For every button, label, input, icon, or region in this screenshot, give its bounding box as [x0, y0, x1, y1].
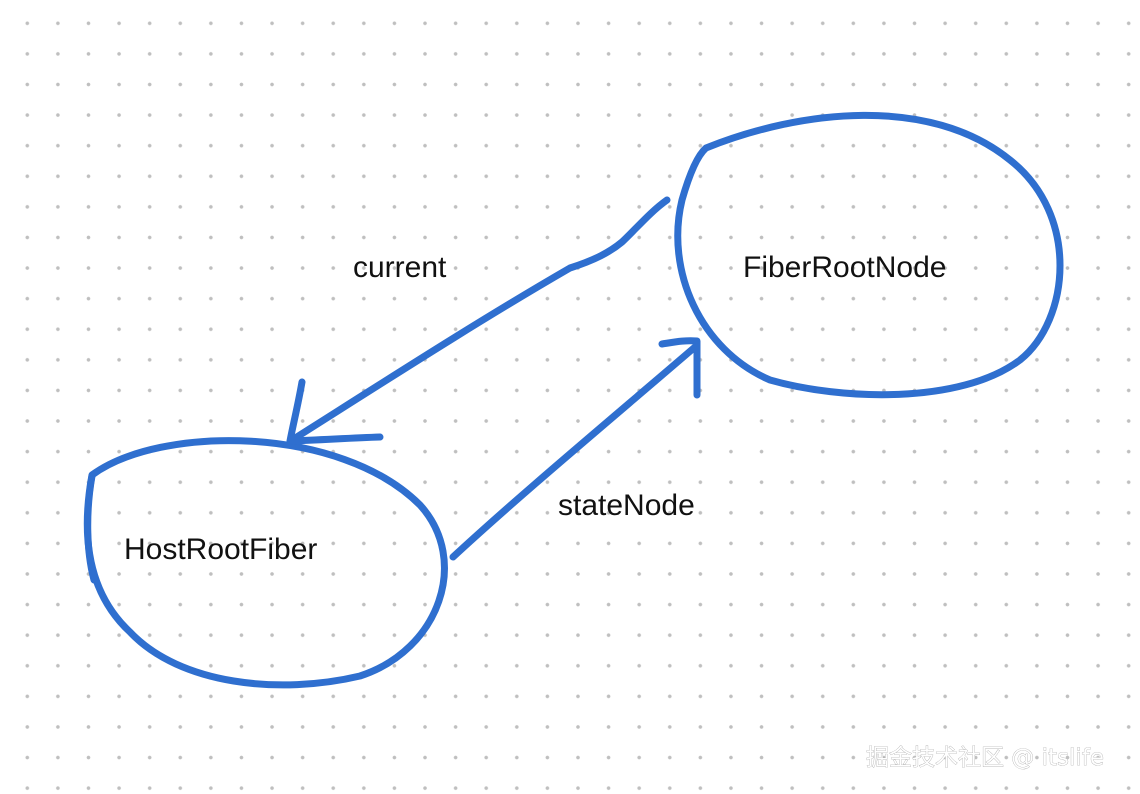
host-root-fiber-outline — [83, 437, 448, 689]
fiber-root-node: FiberRootNode — [674, 111, 1064, 399]
host-root-fiber-label: HostRootFiber — [124, 533, 317, 566]
state-node-edge-label: stateNode — [558, 489, 695, 522]
host-root-fiber-node: HostRootFiber — [83, 437, 448, 689]
host-root-fiber-outline-stroke — [84, 472, 98, 584]
fiber-root-node-outline — [674, 111, 1064, 399]
current-edge: current — [286, 196, 671, 445]
current-arrow-head — [286, 378, 384, 445]
state-node-arrow-line — [449, 343, 699, 561]
watermark-text: 掘金技术社区 @ itslife — [866, 745, 1104, 771]
state-node-arrow-head — [658, 337, 701, 399]
current-arrow-line — [288, 196, 671, 444]
state-node-edge: stateNode — [449, 337, 701, 561]
current-edge-label: current — [353, 251, 447, 284]
fiber-root-node-label: FiberRootNode — [743, 251, 946, 284]
